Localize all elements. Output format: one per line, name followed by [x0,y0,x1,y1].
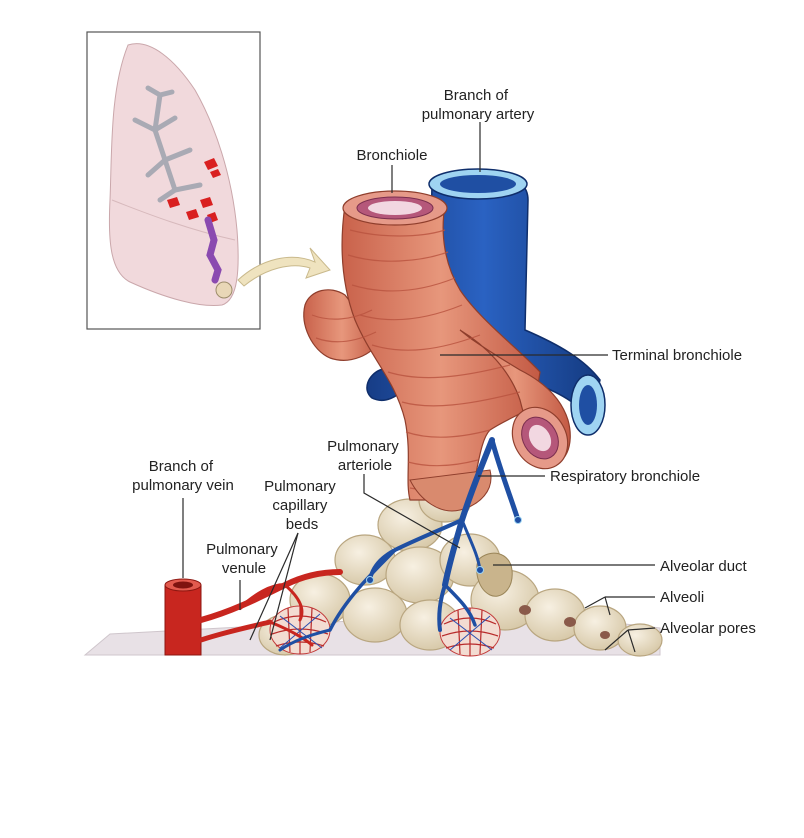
label-terminal-bronchiole: Terminal bronchiole [612,347,742,364]
capillary-bed-left [269,605,331,655]
arteriole-caps [366,516,522,584]
label-alveoli: Alveoli [660,589,704,606]
inset-lung [86,31,261,330]
label-respiratory-bronchiole: Respiratory bronchiole [550,468,700,485]
alveolar-duct-opening [476,552,513,597]
pulmonary-arterioles [278,437,521,652]
label-branch-pulmonary-artery: Branch of pulmonary artery [422,87,535,123]
purple-bronchiole [204,216,222,284]
leader-lines [182,122,656,653]
pulmonary-vein [164,578,202,656]
label-pulmonary-capillary-beds: Pulmonary capillary beds [264,478,340,533]
alveolar-sac-inset [215,281,233,299]
bronchiole-tube [303,190,571,501]
label-bronchiole: Bronchiole [357,147,428,164]
label-pulmonary-arteriole: Pulmonary arteriole [327,438,403,474]
label-branch-pulmonary-vein: Branch of pulmonary vein [132,458,234,494]
label-alveolar-duct: Alveolar duct [660,558,748,575]
label-alveolar-pores: Alveolar pores [660,620,756,637]
capillary-bed-right [439,607,501,657]
bronchial-tree [132,85,203,203]
label-pulmonary-venule: Pulmonary venule [206,541,282,577]
alveolar-pore-dots [519,605,610,639]
lung-lobe [108,43,239,307]
callout-arrow [237,247,331,287]
lung-fissure [111,199,236,241]
